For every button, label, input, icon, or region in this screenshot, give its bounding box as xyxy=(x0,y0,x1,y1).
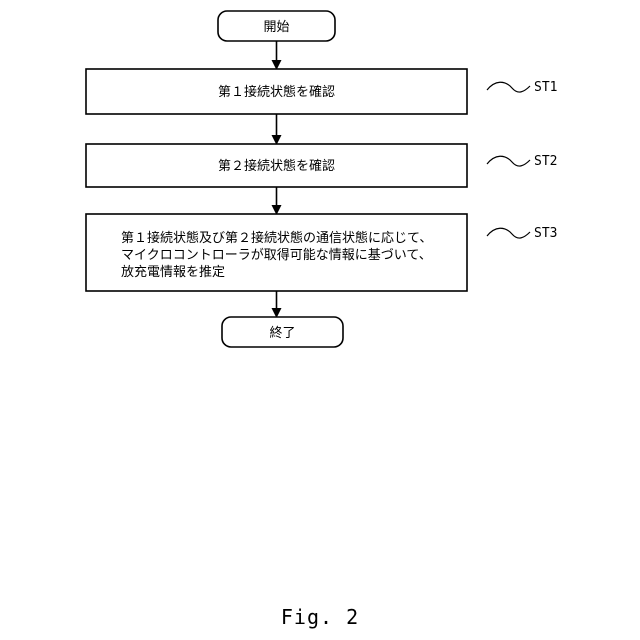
start-label: 開始 xyxy=(263,20,289,35)
leader-line-st3 xyxy=(487,228,530,238)
step-label-st1: ST1 xyxy=(534,80,557,95)
leader-line-st1 xyxy=(487,82,530,92)
step-label-st3: ST3 xyxy=(534,226,557,241)
step-st3-text-line-3: 放充電情報を推定 xyxy=(121,264,225,280)
figure-caption: Fig. 2 xyxy=(0,605,640,629)
step-st3-text-line-2: マイクロコントローラが取得可能な情報に基づいて、 xyxy=(121,247,432,263)
step-box-st2: 第２接続状態を確認 xyxy=(86,144,467,187)
end-label: 終了 xyxy=(269,325,295,341)
step-label-st2: ST2 xyxy=(534,154,557,169)
start-terminal: 開始 xyxy=(218,11,335,41)
step-st1-text: 第１接続状態を確認 xyxy=(218,84,335,100)
leader-line-st2 xyxy=(487,156,530,166)
step-box-st3: 第１接続状態及び第２接続状態の通信状態に応じて、 マイクロコントローラが取得可能… xyxy=(86,214,467,291)
step-box-st1: 第１接続状態を確認 xyxy=(86,69,467,114)
step-st2-text: 第２接続状態を確認 xyxy=(218,158,335,174)
step-st3-text-line-1: 第１接続状態及び第２接続状態の通信状態に応じて、 xyxy=(121,230,432,246)
end-terminal: 終了 xyxy=(222,317,343,347)
